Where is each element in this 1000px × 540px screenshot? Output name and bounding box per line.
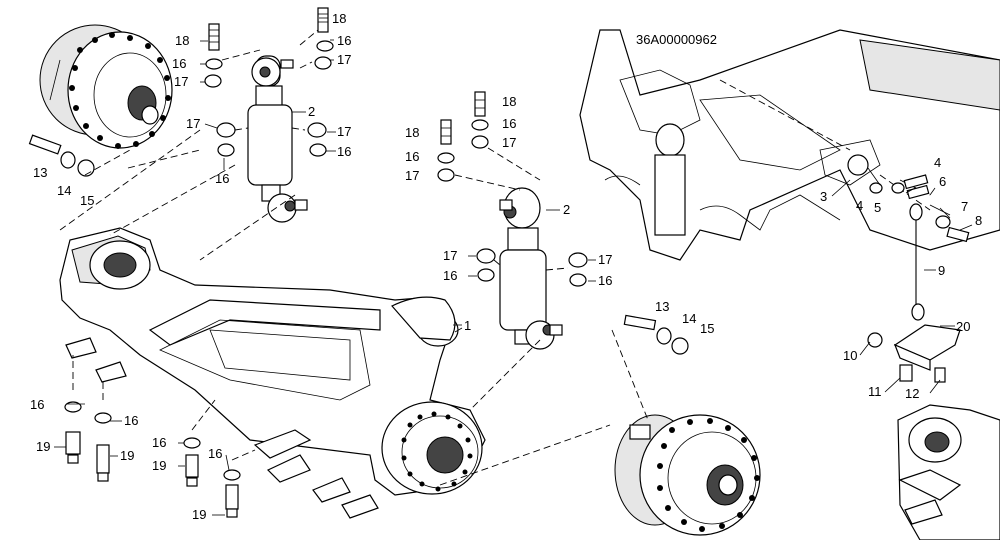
- callout-16: 16: [215, 171, 229, 186]
- callout-16: 16: [337, 144, 351, 159]
- wheel-hub-bottom-center: [439, 314, 761, 536]
- callout-16: 16: [443, 268, 457, 283]
- callout-17: 17: [337, 124, 351, 139]
- assembly-guide-lines: [59, 129, 541, 411]
- ground-cable: [909, 203, 925, 321]
- axle-partial-right: [897, 404, 1000, 540]
- callout-19: 19: [192, 507, 206, 522]
- stud-stack-left: [204, 7, 334, 157]
- callout-6: 6: [939, 174, 946, 189]
- callout-18: 18: [502, 94, 516, 109]
- callout-17: 17: [598, 252, 612, 267]
- callout-20: 20: [956, 319, 970, 334]
- callout-17: 17: [174, 74, 188, 89]
- callout-16: 16: [172, 56, 186, 71]
- callout-16: 16: [598, 273, 612, 288]
- callout-17: 17: [502, 135, 516, 150]
- hardware-right: [869, 174, 970, 243]
- callout-13: 13: [655, 299, 669, 314]
- callout-16: 16: [208, 446, 222, 461]
- callout-18: 18: [332, 11, 346, 26]
- callout-16: 16: [124, 413, 138, 428]
- callout-16: 16: [30, 397, 44, 412]
- callout-14: 14: [57, 183, 71, 198]
- callout-9: 9: [938, 263, 945, 278]
- callout-17: 17: [405, 168, 419, 183]
- callout-15: 15: [700, 321, 714, 336]
- bolt-washer-nut-left: [28, 134, 201, 177]
- callout-12: 12: [905, 386, 919, 401]
- bracket-assembly: [867, 324, 961, 383]
- callout-19: 19: [120, 448, 134, 463]
- callout-1: 1: [464, 318, 471, 333]
- shock-absorber-center: [437, 91, 588, 350]
- callout-17: 17: [186, 116, 200, 131]
- callout-numbers: 18 18 16 16 17 17 2 17 17 16 16 13 14 15…: [30, 11, 982, 522]
- leader-lines: [54, 17, 973, 516]
- callout-19: 19: [152, 458, 166, 473]
- callout-16: 16: [405, 149, 419, 164]
- callout-8: 8: [975, 213, 982, 228]
- callout-2: 2: [308, 104, 315, 119]
- callout-14: 14: [682, 311, 696, 326]
- callout-17: 17: [443, 248, 457, 263]
- callout-10: 10: [843, 348, 857, 363]
- callout-13: 13: [33, 165, 47, 180]
- shock-absorber-left: [247, 55, 308, 223]
- callout-19: 19: [36, 439, 50, 454]
- callout-17: 17: [337, 52, 351, 67]
- callout-5: 5: [874, 200, 881, 215]
- callout-2: 2: [563, 202, 570, 217]
- callout-7: 7: [961, 199, 968, 214]
- callout-11: 11: [868, 384, 882, 399]
- drawing-id: 36A00000962: [636, 32, 717, 47]
- callout-16: 16: [502, 116, 516, 131]
- bolts-under-frame: [64, 355, 256, 518]
- wheel-hub-top-left: [39, 24, 173, 149]
- axle-frame: [59, 227, 486, 519]
- vehicle-frame-view: [579, 29, 1000, 261]
- callout-18: 18: [405, 125, 419, 140]
- callout-16: 16: [337, 33, 351, 48]
- callout-15: 15: [80, 193, 94, 208]
- callout-4: 4: [934, 155, 941, 170]
- callout-16: 16: [152, 435, 166, 450]
- callout-4: 4: [856, 198, 863, 213]
- callout-18: 18: [175, 33, 189, 48]
- callout-3: 3: [820, 189, 827, 204]
